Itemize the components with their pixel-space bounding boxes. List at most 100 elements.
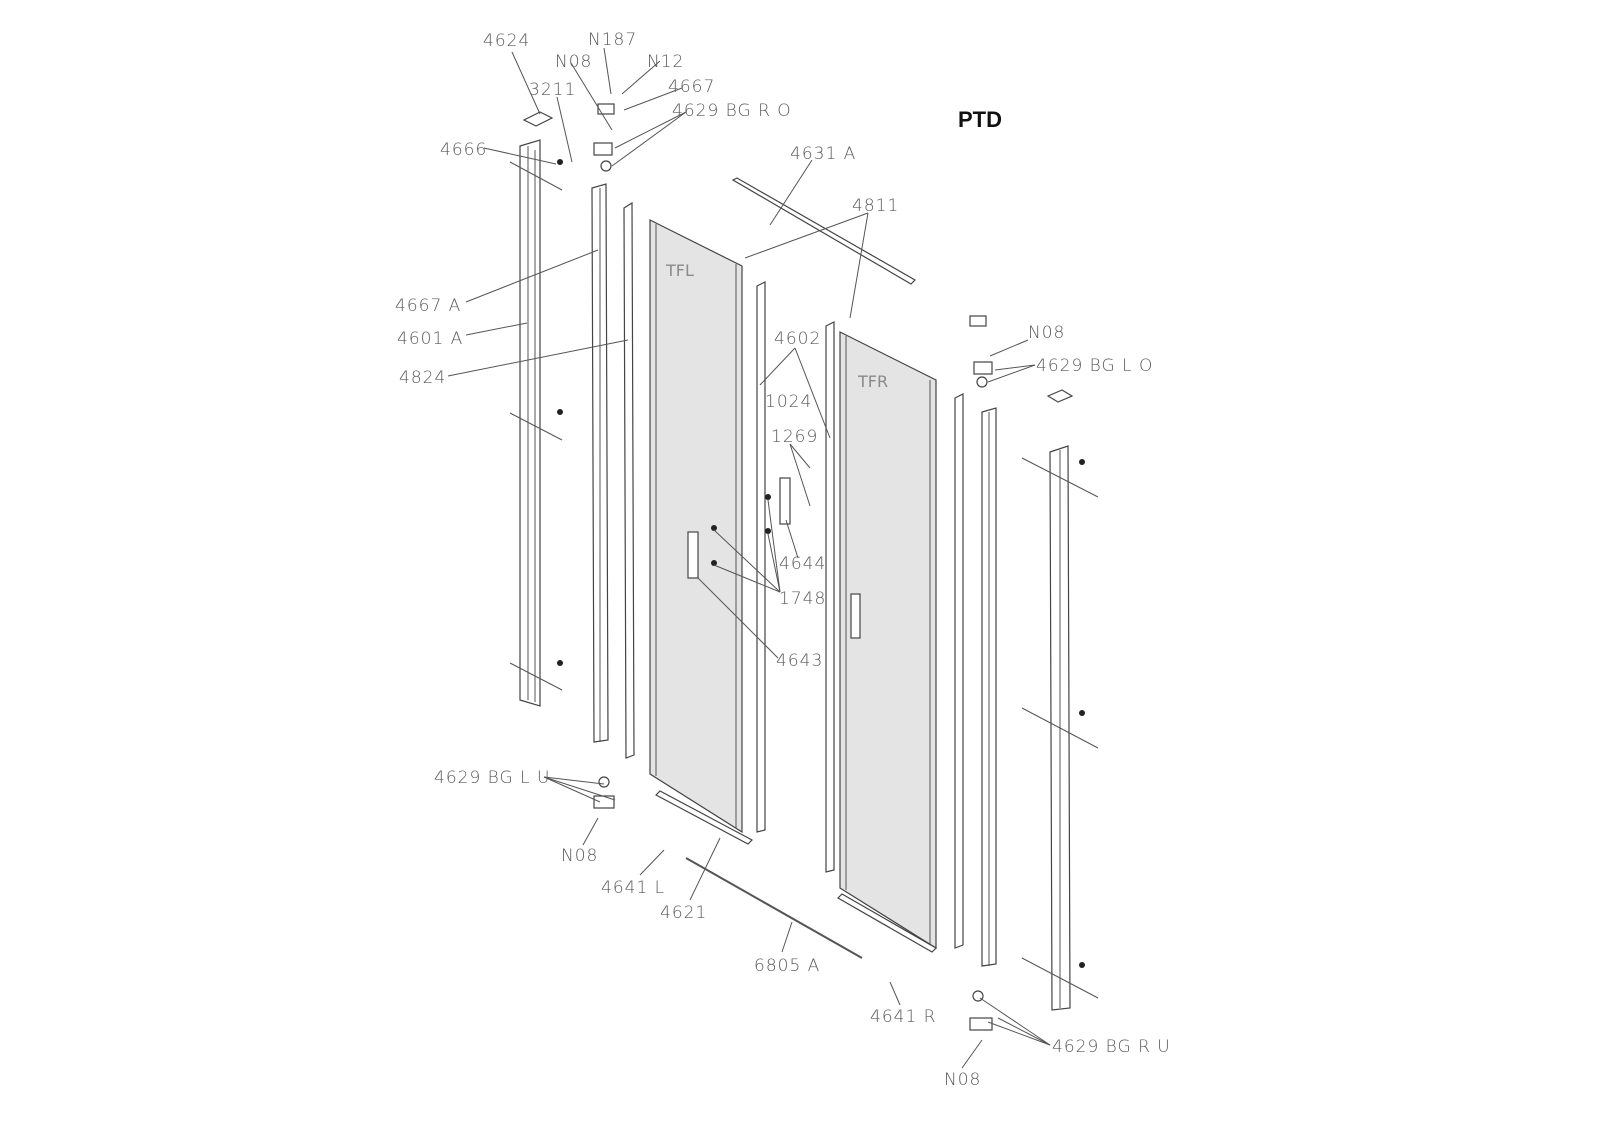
label-n187: N187 (588, 30, 637, 50)
cap-right (1046, 389, 1074, 403)
label-p4811: 4811 (852, 196, 899, 216)
glass-label-tfr: TFR (857, 372, 888, 391)
label-p4629-bg-l-o: 4629 BG L O (1036, 356, 1153, 376)
seal-4602-left (825, 321, 835, 873)
leader-line (511, 51, 541, 115)
leader-line (781, 921, 793, 953)
leader-line (979, 997, 1051, 1046)
screw (765, 494, 771, 500)
label-n08-top: N08 (555, 52, 592, 72)
leader-line (713, 564, 781, 593)
leader-line (556, 96, 573, 163)
label-p4824: 4824 (399, 368, 446, 388)
label-p4666: 4666 (440, 140, 487, 160)
label-p4601a: 4601 A (397, 329, 463, 349)
leader-line (582, 817, 599, 846)
bottom-rail-4621 (655, 790, 753, 845)
label-p6805a: 6805 A (754, 956, 820, 976)
leader-line (997, 1017, 1051, 1046)
hinge-bottom-right (969, 1017, 993, 1031)
screw (1079, 459, 1085, 465)
leader-line (543, 776, 605, 785)
handle-left (687, 531, 699, 579)
label-n12: N12 (647, 52, 684, 72)
part-edge (509, 662, 563, 691)
leader-line (789, 443, 811, 469)
leader-line (713, 529, 781, 593)
label-p4629-bg-l-u: 4629 BG L U (434, 768, 550, 788)
leader-line (769, 159, 813, 226)
bottom-rail-right (837, 893, 937, 953)
leader-line (785, 519, 799, 559)
part-edge (1021, 707, 1099, 749)
label-p4667a: 4667 A (395, 296, 461, 316)
leader-line (570, 62, 613, 131)
part-edge (1021, 457, 1099, 498)
screw (557, 159, 563, 165)
leader-lines (447, 47, 1051, 1069)
leader-line (794, 347, 831, 439)
leader-line (639, 849, 665, 876)
screw (557, 409, 563, 415)
leader-line (994, 364, 1036, 371)
label-p1269: 1269 (771, 427, 818, 447)
door-right-glass (839, 331, 937, 950)
screw (1079, 710, 1085, 716)
leader-line (447, 339, 629, 377)
hinge-bushing (600, 160, 612, 172)
door-left-glass (649, 219, 743, 834)
hinge-top-left-lower (593, 142, 613, 156)
leader-line (543, 776, 616, 801)
screw (765, 528, 771, 534)
hinge-top-right-upper (969, 315, 987, 327)
leader-line (483, 147, 557, 165)
leader-line (621, 60, 661, 95)
label-p4629-bg-r-u: 4629 BG R U (1052, 1037, 1171, 1057)
diagram-title: PTD (958, 107, 1002, 132)
label-p1748: 1748 (779, 589, 826, 609)
part-edge (1021, 957, 1099, 999)
leader-line (767, 533, 781, 593)
hinge-bottom-left (593, 795, 615, 809)
seal-left (623, 201, 635, 759)
leader-line (543, 776, 601, 803)
leader-line (989, 339, 1029, 357)
label-p4631a: 4631 A (790, 144, 856, 164)
leader-line (603, 47, 612, 95)
hinge-bushing (598, 776, 610, 788)
hinge-bushing (976, 376, 988, 388)
leader-line (611, 111, 687, 167)
parts (509, 103, 1099, 1031)
seal-4602-right (954, 393, 964, 949)
handle-4644 (779, 477, 791, 525)
leader-line (961, 1039, 983, 1069)
part-edge (509, 412, 563, 441)
leader-line (744, 212, 869, 259)
leader-line (987, 1021, 1051, 1046)
label-p4621: 4621 (660, 903, 707, 923)
leader-line (987, 364, 1036, 383)
handle-right (850, 593, 861, 639)
label-p3211: 3211 (529, 80, 576, 100)
screw (711, 525, 717, 531)
seal-1024 (756, 281, 766, 833)
hinge-top-right-lower (973, 361, 993, 375)
glass-label-tfl: TFL (665, 261, 694, 280)
label-p4667: 4667 (668, 77, 715, 97)
hinge-top-left-upper (597, 103, 615, 115)
label-p4641r: 4641 R (870, 1007, 936, 1027)
screw (711, 560, 717, 566)
leader-line (849, 212, 869, 319)
screw (557, 660, 563, 666)
leader-line (789, 443, 811, 507)
leader-line (767, 499, 781, 593)
label-p4641l: 4641 L (601, 878, 665, 898)
rod-6805a (685, 857, 863, 959)
label-n08-bottom: N08 (561, 846, 598, 866)
label-p4629-bg-r-o: 4629 BG R O (672, 101, 792, 121)
label-n08-bottom-right: N08 (944, 1070, 981, 1090)
leader-line (465, 322, 528, 336)
label-p4602: 4602 (774, 329, 821, 349)
